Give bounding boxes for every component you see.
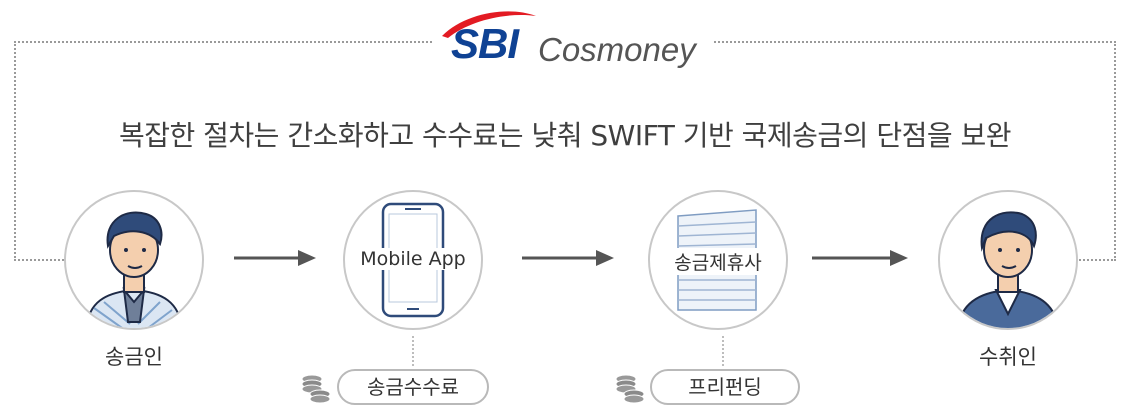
- prefunding-badge: 프리펀딩: [650, 369, 800, 405]
- sender-circle: [64, 190, 204, 330]
- sender-person-icon: [85, 211, 183, 328]
- receiver-person-icon: [957, 211, 1059, 328]
- prefunding-connector: [722, 336, 724, 366]
- app-label: Mobile App: [351, 248, 475, 270]
- headline: 복잡한 절차는 간소화하고 수수료는 낮춰 SWIFT 기반 국제송금의 단점을…: [118, 119, 1012, 152]
- coins-icon: [301, 374, 331, 403]
- partner-label: 송금제휴사: [656, 248, 780, 275]
- fee-badge: 송금수수료: [337, 369, 489, 405]
- arrow-partner-to-receiver: [812, 250, 908, 266]
- logo-swoosh-icon: [442, 11, 536, 38]
- arrow-app-to-partner: [522, 250, 614, 266]
- arrow-sender-to-app: [234, 250, 316, 266]
- logo-cosmoney: Cosmoney: [538, 31, 696, 68]
- receiver-circle: [938, 190, 1078, 330]
- partner-circle: 송금제휴사: [648, 190, 788, 330]
- route-connector-left: [14, 259, 64, 261]
- sender-label: 송금인: [105, 345, 163, 369]
- coins-icon-prefunding: [615, 374, 645, 403]
- receiver-label: 수취인: [979, 345, 1037, 369]
- fee-connector: [412, 336, 414, 366]
- logo-sbi: SBI: [451, 20, 519, 67]
- logo-backdrop: [432, 28, 714, 62]
- app-circle: Mobile App: [343, 190, 483, 330]
- route-connector-right: [1076, 259, 1116, 261]
